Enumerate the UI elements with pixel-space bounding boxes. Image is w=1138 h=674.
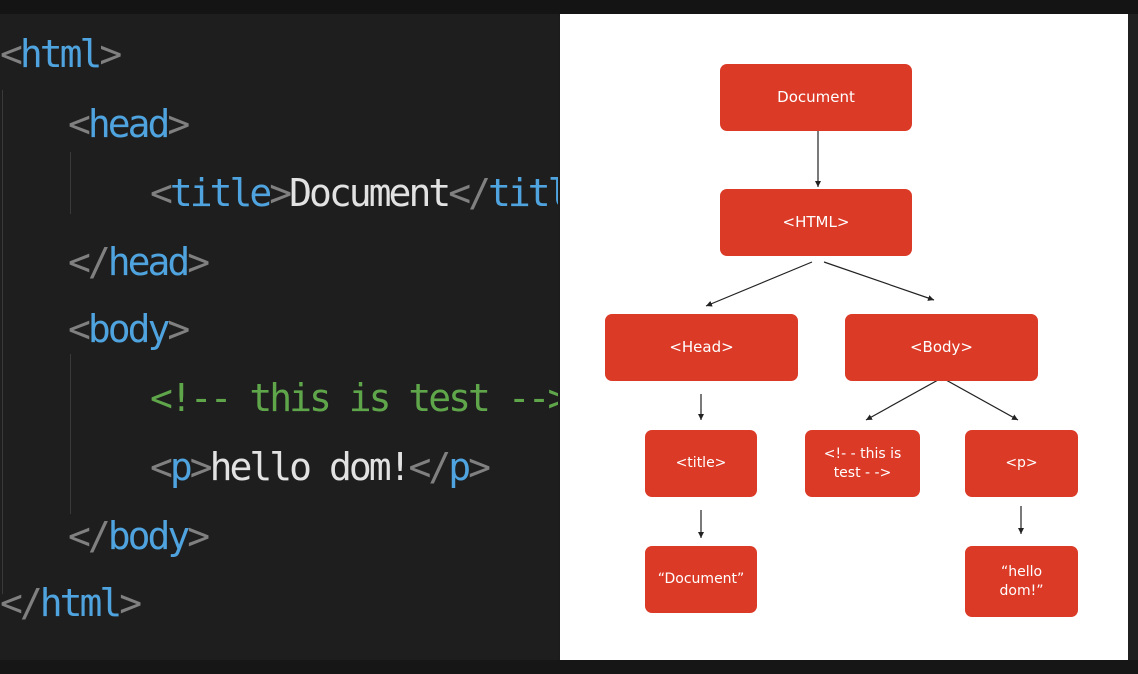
code-bracket: > xyxy=(269,171,292,215)
node-html: <HTML> xyxy=(720,189,912,256)
tree-edges xyxy=(698,131,1024,538)
indent-guide xyxy=(2,90,3,594)
edge-body-p xyxy=(945,379,1019,421)
code-bracket: > xyxy=(119,581,142,625)
code-tag-name: body xyxy=(107,514,190,558)
code-line-comment[interactable]: <!-- this is test --> xyxy=(150,374,558,422)
node-title: <title> xyxy=(645,430,757,497)
code-line-paragraph[interactable]: <p>hello dom!</p> xyxy=(150,443,491,491)
code-bracket: < xyxy=(68,307,91,351)
node-head: <Head> xyxy=(605,314,798,381)
code-bracket: </ xyxy=(68,240,111,284)
code-bracket: < xyxy=(0,32,23,76)
code-bracket: > xyxy=(187,514,210,558)
node-comment: <!- - this is test - -> xyxy=(805,430,920,497)
code-tag-name: p xyxy=(169,445,193,489)
code-bracket: </ xyxy=(68,514,111,558)
indent-guide xyxy=(70,354,71,514)
edge-html-head xyxy=(705,261,813,307)
dom-tree-diagram: Document <HTML> <Head> <Body> <title> <!… xyxy=(560,14,1128,660)
node-body: <Body> xyxy=(845,314,1038,381)
code-text: hello dom! xyxy=(209,445,412,489)
code-tag-name: head xyxy=(107,240,190,284)
code-bracket: </ xyxy=(0,581,43,625)
code-bracket: </ xyxy=(448,171,491,215)
code-editor-panel: <html> <head> <title>Document</title> </… xyxy=(0,14,558,660)
bottom-strip xyxy=(0,660,1138,674)
code-bracket: > xyxy=(468,445,491,489)
code-line-body-open[interactable]: <body> xyxy=(68,305,190,353)
code-bracket: < xyxy=(150,445,173,489)
node-document: Document xyxy=(720,64,912,131)
edge-html-body xyxy=(823,261,935,301)
code-line-body-close[interactable]: </body> xyxy=(68,512,210,560)
node-p: <p> xyxy=(965,430,1078,497)
code-tag-name: html xyxy=(19,32,102,76)
code-tag-name: title xyxy=(169,171,272,215)
code-bracket: > xyxy=(167,102,190,146)
code-bracket: > xyxy=(167,307,190,351)
code-bracket: < xyxy=(68,102,91,146)
code-bracket: < xyxy=(150,171,173,215)
window-edge xyxy=(1128,14,1138,660)
code-tag-name: title xyxy=(487,171,558,215)
node-text-hello: “hello dom!” xyxy=(965,546,1078,617)
code-line-head-close[interactable]: </head> xyxy=(68,238,210,286)
code-line-head-open[interactable]: <head> xyxy=(68,100,190,148)
code-comment: <!-- this is test --> xyxy=(150,376,558,420)
code-bracket: > xyxy=(189,445,213,489)
code-bracket: </ xyxy=(408,445,451,489)
code-line-title[interactable]: <title>Document</title> xyxy=(150,169,558,217)
code-bracket: > xyxy=(187,240,210,284)
code-line-html-open[interactable]: <html> xyxy=(0,30,122,78)
indent-guide xyxy=(70,152,71,214)
edge-body-comment xyxy=(865,379,939,421)
code-tag-name: body xyxy=(87,307,170,351)
code-tag-name: html xyxy=(39,581,122,625)
top-strip xyxy=(0,0,1138,14)
node-text-document: “Document” xyxy=(645,546,757,613)
code-tag-name: p xyxy=(448,445,471,489)
code-tag-name: head xyxy=(87,102,170,146)
code-text: Document xyxy=(289,171,451,215)
code-bracket: > xyxy=(99,32,122,76)
code-line-html-close[interactable]: </html> xyxy=(0,579,142,627)
